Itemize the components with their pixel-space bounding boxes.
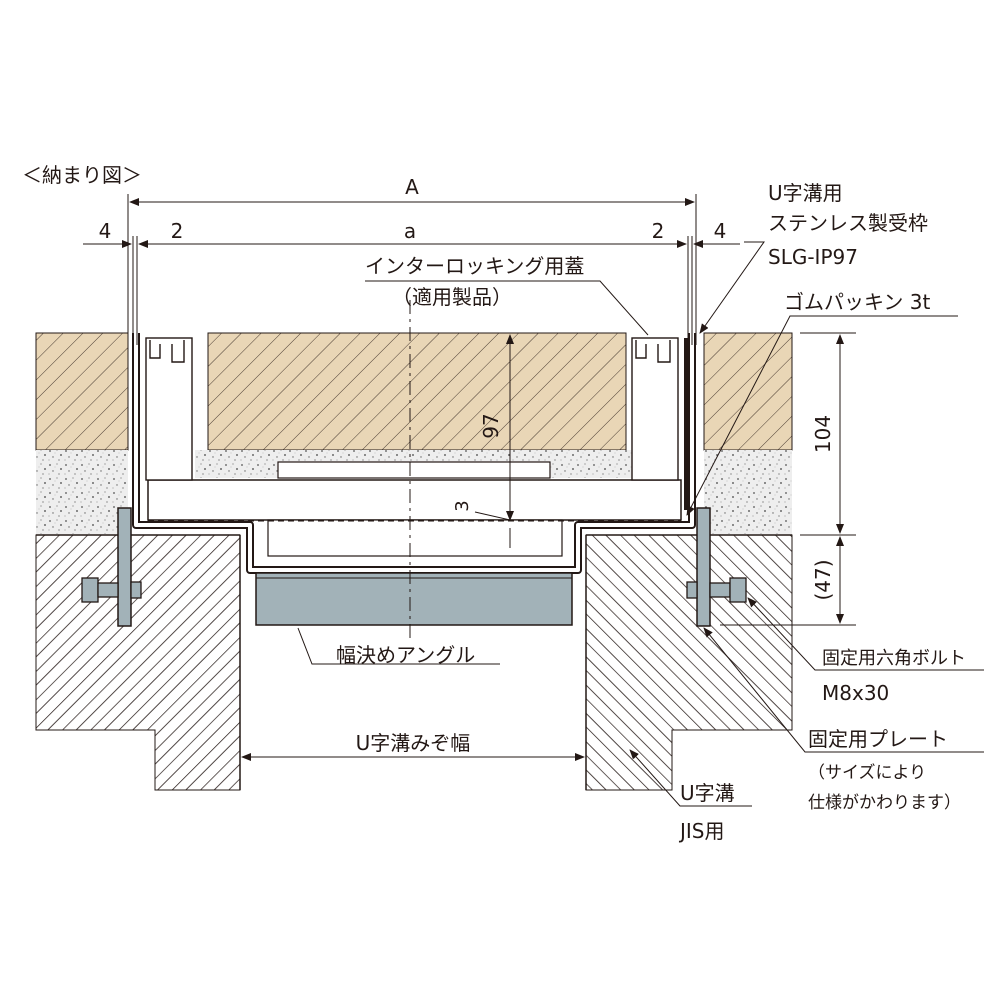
paver-layer [35, 332, 793, 451]
label-frame-3: SLG-IP97 [768, 245, 858, 269]
stainless-frame [132, 333, 696, 574]
label-frame-2: ステンレス製受枠 [768, 211, 928, 235]
hex-bolt-right [686, 577, 747, 603]
fixing-plate-left [117, 507, 132, 627]
dim-right-outer: 4 [714, 219, 727, 243]
label-plate-2: （サイズにより [808, 763, 926, 783]
dim-left-inner: 2 [171, 219, 184, 243]
rubber-gasket [684, 338, 689, 510]
dim-3: 3 [452, 500, 473, 511]
label-ditch-1: U字溝 [680, 781, 735, 805]
hex-bolt-left [81, 577, 142, 603]
dim-left-outer: 4 [99, 219, 112, 243]
dim-97: 97 [479, 413, 503, 438]
dim-A: A [405, 175, 419, 199]
dim-47: (47) [811, 559, 835, 600]
label-plate-3: 仕様がかわります） [808, 793, 961, 813]
interlocking-lid [147, 461, 682, 557]
label-ditch-2: JIS用 [678, 819, 725, 843]
dim-104: 104 [811, 415, 835, 453]
label-gasket: ゴムパッキン 3t [784, 290, 930, 314]
dimension-lines [83, 194, 856, 761]
leader-lines [297, 241, 984, 807]
dim-a: a [404, 219, 416, 243]
dim-right-inner: 2 [652, 219, 665, 243]
label-bolt-1: 固定用六角ボルト [822, 648, 966, 669]
label-lid-2: （適用製品） [392, 285, 512, 309]
label-lid-1: インターロッキング用蓋 [365, 254, 584, 278]
width-angle [255, 572, 573, 626]
fixing-plate-right [696, 507, 711, 627]
label-frame-1: U字溝用 [768, 181, 843, 205]
label-bolt-2: M8x30 [822, 681, 889, 705]
label-ditch-width: U字溝みぞ幅 [356, 731, 471, 755]
label-plate-1: 固定用プレート [808, 727, 948, 751]
diagram-heading: ＜納まり図＞ [22, 163, 142, 187]
label-angle: 幅決めアングル [336, 643, 475, 667]
